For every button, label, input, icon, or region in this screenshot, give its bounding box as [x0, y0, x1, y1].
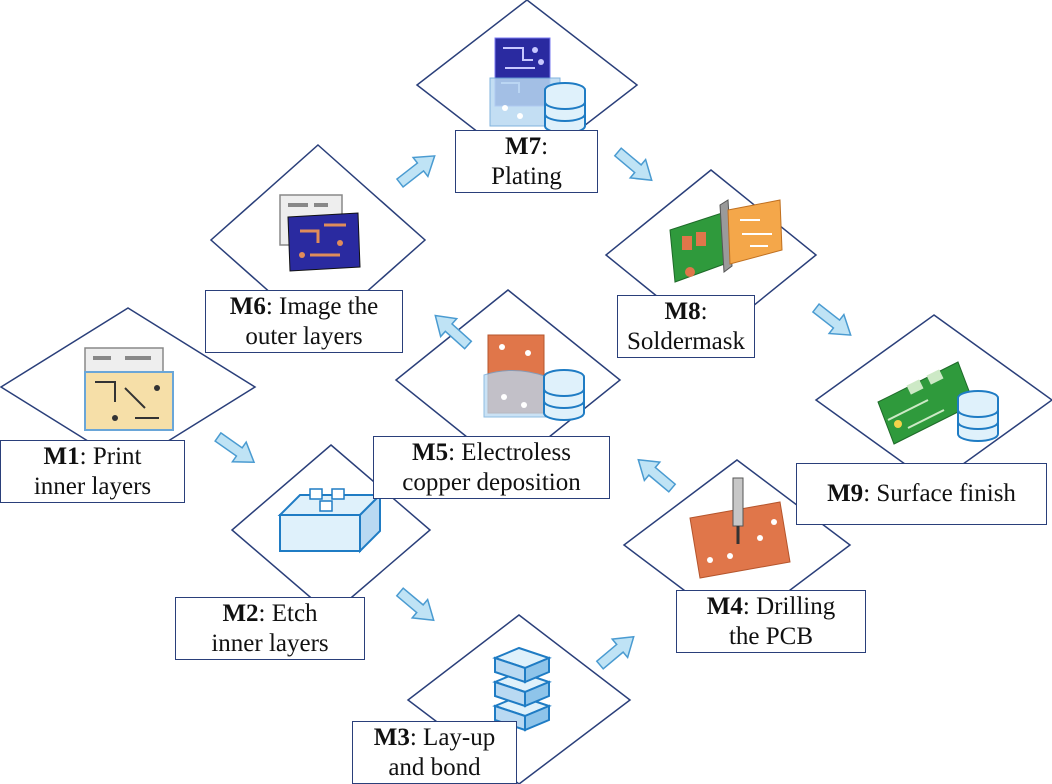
arrow-m3-to-m4 [591, 626, 643, 675]
label-m5: M5: Electroless copper deposition [373, 436, 610, 499]
step-text: outer layers [245, 322, 363, 350]
step-text: : Lay-up [409, 723, 496, 751]
arrow-m4-to-m5 [629, 449, 681, 498]
outer-layer-image-icon [279, 194, 361, 272]
step-id: M7 [504, 132, 542, 160]
drill-pcb-icon [689, 477, 791, 579]
arrow-m1-to-m2 [210, 426, 262, 473]
plating-icon [489, 37, 586, 134]
step-text: inner layers [33, 472, 152, 500]
step-text: Soldermask [626, 327, 746, 355]
label-m2: M2: Etch inner layers [175, 597, 365, 660]
label-m8: M8: Soldermask [617, 295, 755, 358]
step-id: M2 [222, 599, 259, 627]
label-m4: M4: Drilling the PCB [676, 590, 866, 653]
step-text: : Surface finish [863, 480, 1016, 507]
step-id: M8 [664, 297, 701, 325]
arrow-m2-to-m3 [391, 582, 443, 631]
label-m1: M1: Print inner layers [0, 440, 185, 503]
soldermask-icon [669, 199, 783, 283]
step-text: : Print [79, 442, 142, 470]
step-text: : Drilling [742, 592, 836, 620]
step-text: the PCB [728, 622, 814, 650]
arrow-m8-to-m9 [807, 297, 859, 346]
step-id: M3 [373, 723, 410, 751]
etched-inner-layer-icon [277, 488, 383, 554]
label-m3: M3: Lay-up and bond [352, 721, 517, 784]
step-text: : [541, 132, 549, 160]
step-text: inner layers [211, 629, 329, 657]
step-text: : [700, 297, 708, 325]
label-m7: M7: Plating [455, 130, 598, 193]
step-text: : Image the [265, 292, 379, 320]
step-text: Plating [491, 162, 562, 190]
step-id: M1 [43, 442, 80, 470]
layer-stack-icon [492, 646, 552, 732]
label-m6: M6: Image the outer layers [205, 290, 403, 353]
arrow-m7-to-m8 [609, 142, 661, 191]
step-text: : Electroless [448, 438, 571, 466]
step-id: M6 [229, 292, 266, 320]
surface-finish-icon [877, 361, 999, 445]
step-id: M4 [706, 592, 743, 620]
step-id: M5 [412, 438, 449, 466]
step-id: M9 [827, 480, 864, 507]
step-text: : Etch [258, 599, 318, 627]
label-m9: M9: Surface finish [796, 463, 1047, 525]
arrow-m6-to-m7 [391, 145, 443, 194]
printed-inner-layer-icon [84, 347, 174, 431]
copper-deposition-icon [483, 334, 585, 421]
step-text: copper deposition [402, 468, 581, 496]
step-text: and bond [388, 753, 481, 781]
